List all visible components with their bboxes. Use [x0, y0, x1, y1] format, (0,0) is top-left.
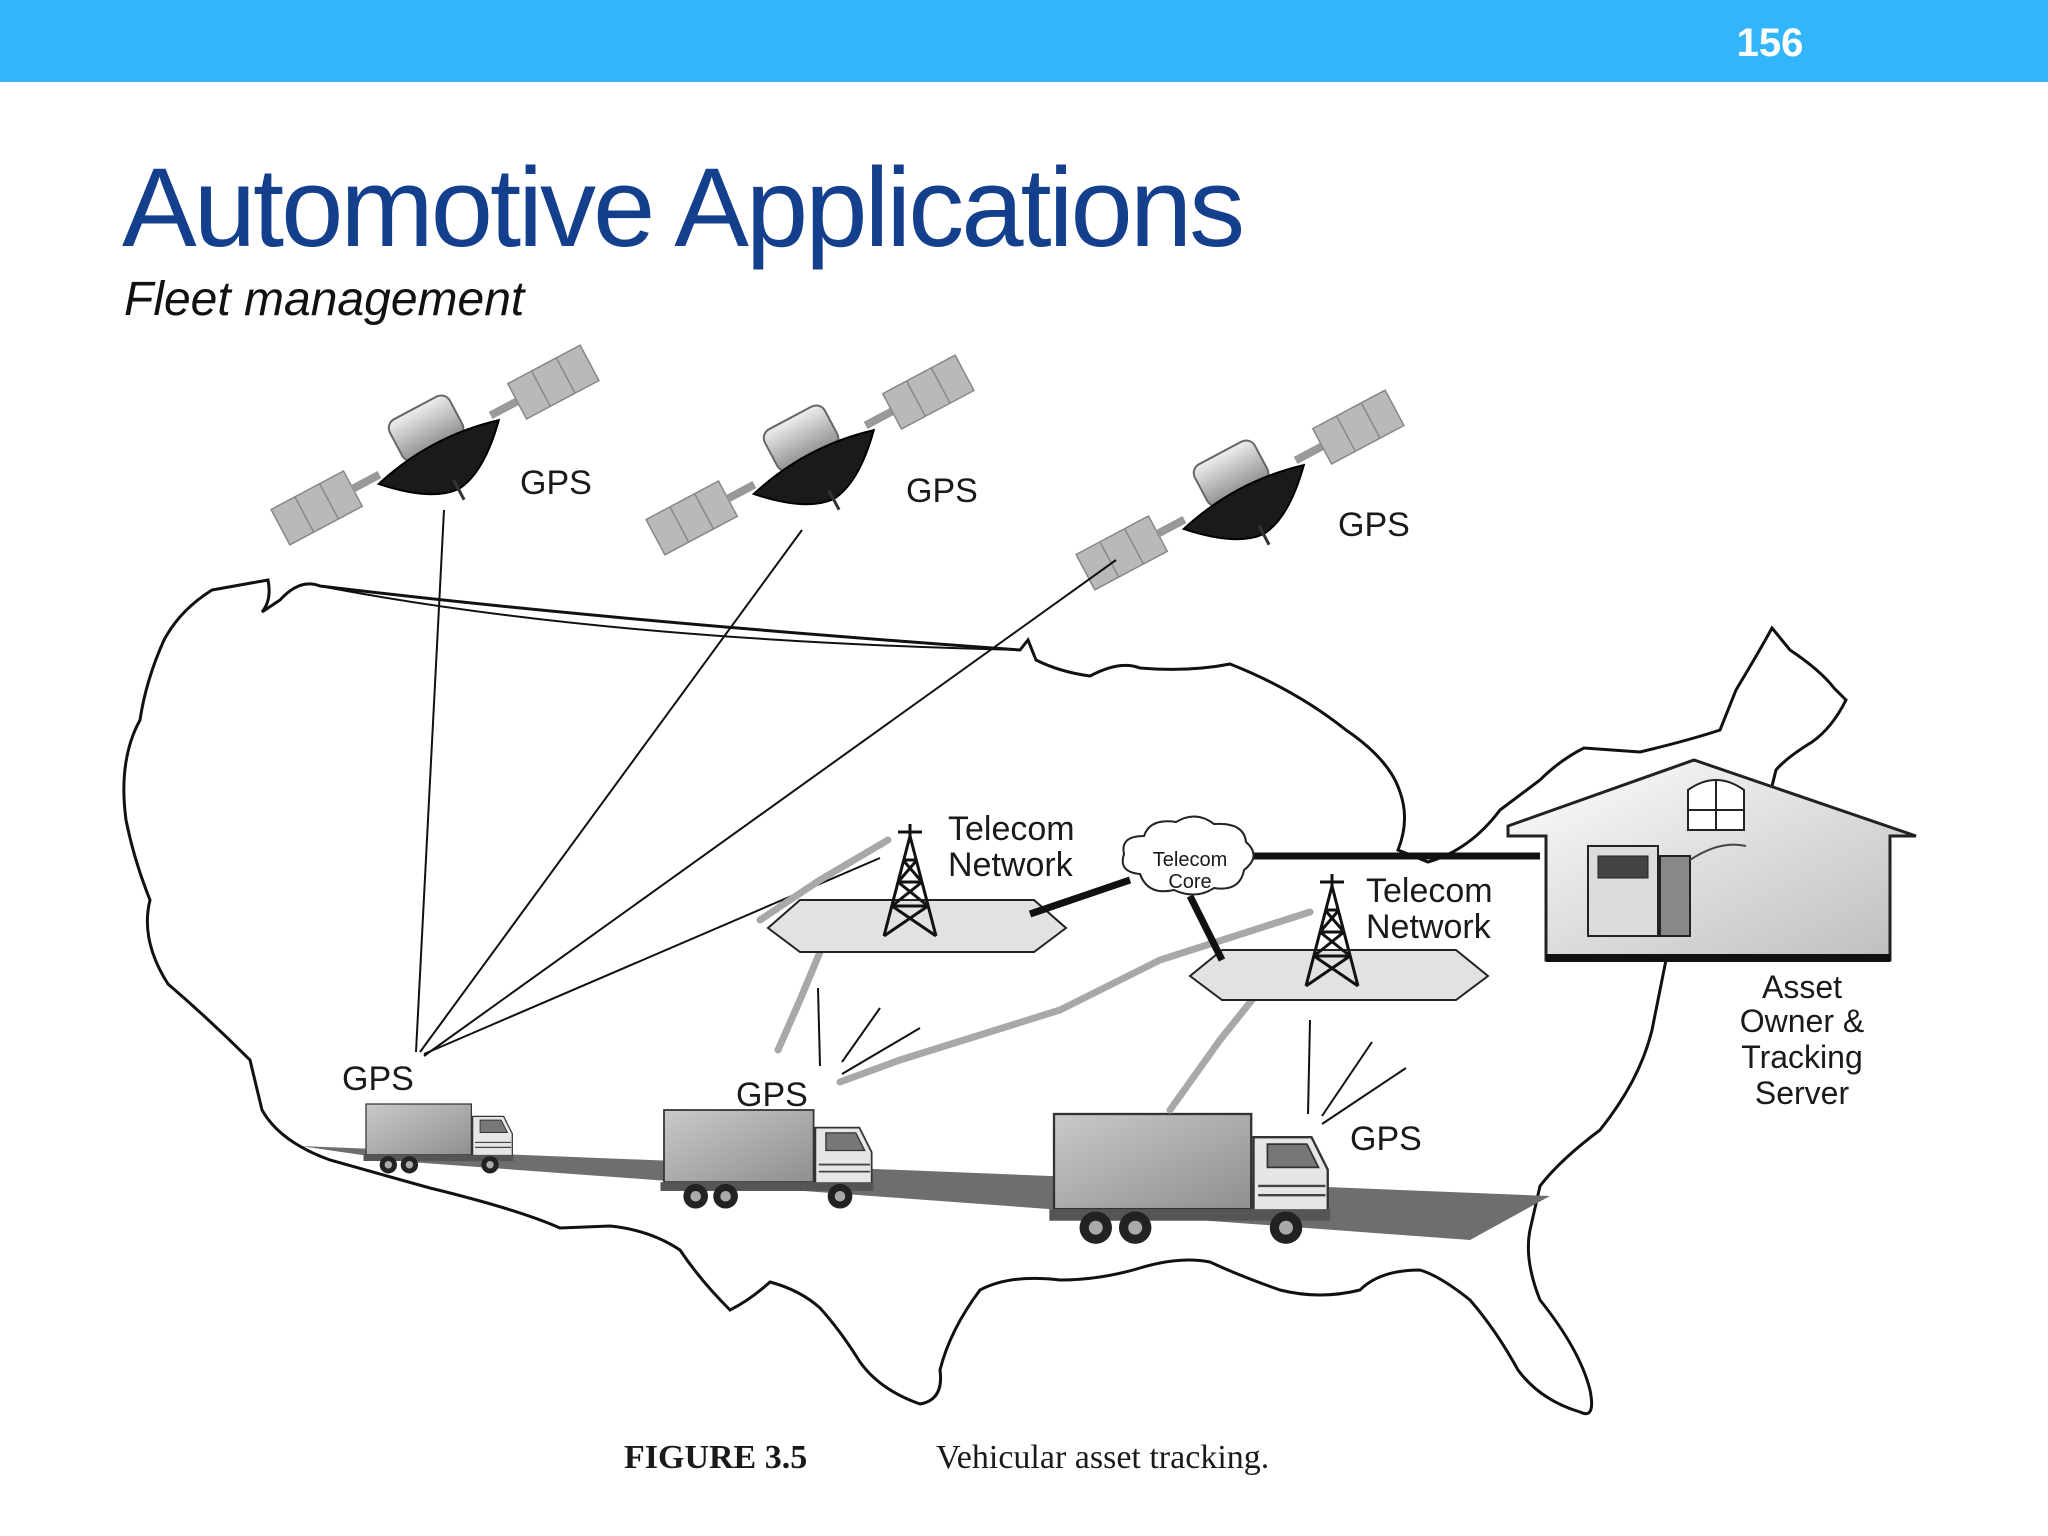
- truck-2-gps-label: GPS: [736, 1076, 808, 1114]
- truck-1-gps-label: GPS: [342, 1060, 414, 1098]
- truck-3-gps-label: GPS: [1350, 1120, 1422, 1158]
- truck-2: [659, 1109, 875, 1210]
- server-label-line1: Asset: [1762, 969, 1842, 1005]
- slide-title: Automotive Applications: [122, 145, 1245, 270]
- truck-signal-strokes: [817, 987, 1407, 1125]
- tower-left-label-line2: Network: [948, 846, 1074, 884]
- telecom-core-cloud: [1121, 815, 1255, 896]
- slide-subtitle: Fleet management: [124, 273, 525, 326]
- us-map-outline: [122, 578, 1848, 1416]
- tower-left-label-line1: Telecom: [948, 810, 1075, 848]
- server-label-line4: Server: [1755, 1075, 1850, 1111]
- telecom-core-label-line2: Core: [1168, 871, 1211, 893]
- satellite-2-gps-label: GPS: [906, 472, 978, 510]
- telecom-core-label-line1: Telecom: [1153, 849, 1227, 871]
- gps-signal-lines: [415, 509, 1117, 1057]
- satellite-3-gps-label: GPS: [1338, 506, 1410, 544]
- satellite-3: [1064, 369, 1426, 629]
- tower-left-platform: [766, 899, 1068, 953]
- truck-3: [1048, 1112, 1332, 1246]
- server-label-line2: Owner &: [1740, 1003, 1864, 1039]
- tracking-server-house: [1506, 758, 1917, 962]
- satellite-1-gps-label: GPS: [520, 464, 592, 502]
- tower-right-label-line1: Telecom: [1366, 872, 1493, 910]
- page-number: 156: [1736, 21, 1804, 65]
- figure-caption-number: FIGURE 3.5: [624, 1439, 807, 1476]
- tower-right-platform: [1188, 949, 1490, 1001]
- satellite-2: [634, 334, 996, 594]
- satellite-1: [259, 324, 621, 584]
- map-border-line: [319, 585, 1021, 651]
- radio-links: [756, 836, 1314, 1114]
- figure-caption-text: Vehicular asset tracking.: [936, 1439, 1269, 1476]
- header-bar: 156: [0, 0, 2048, 82]
- backbone-links: [1028, 852, 1540, 962]
- server-label-line3: Tracking: [1741, 1039, 1863, 1075]
- tower-right-label-line2: Network: [1366, 908, 1492, 946]
